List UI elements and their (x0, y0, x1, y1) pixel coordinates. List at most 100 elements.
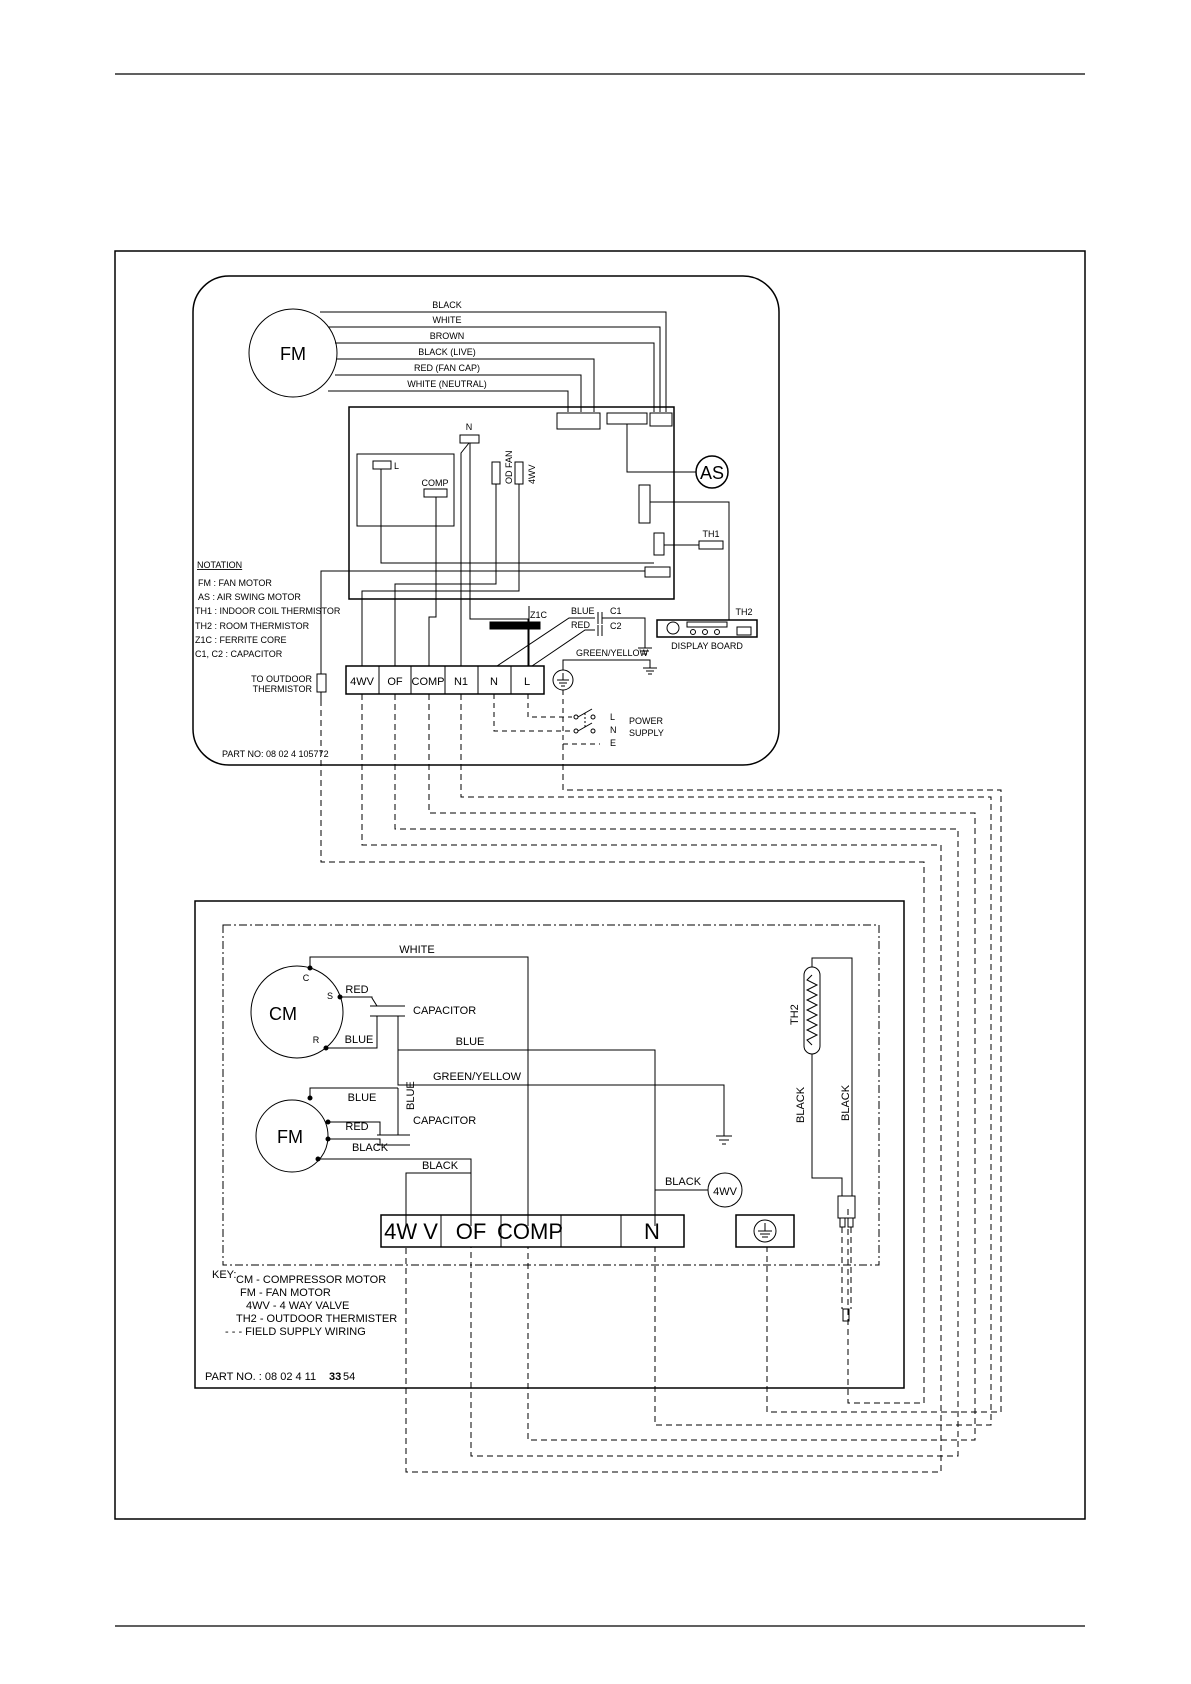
wire-to-n1 (460, 442, 470, 666)
wire-to-4wv (361, 484, 520, 666)
blue-label-2: BLUE (456, 1036, 485, 1048)
wire-brown (335, 342, 655, 412)
outdoor-labels: CM FM C S R WHITE RED CAPACITOR BLUE BLU… (205, 944, 852, 1383)
terminal-label: COMP (412, 676, 445, 688)
outdoor-thermistor-plug (316, 673, 327, 693)
field-wire-n1 (460, 694, 992, 1426)
wire-label-red-fancap: RED (FAN CAP) (414, 363, 480, 373)
display-sensor (666, 621, 680, 635)
display-led-3 (714, 629, 720, 635)
key-item: 4WV - 4 WAY VALVE (246, 1300, 349, 1312)
key-item: - - - FIELD SUPPLY WIRING (225, 1326, 366, 1338)
wire-label-black-live: BLACK (LIVE) (418, 347, 476, 357)
wire-to-comp (428, 497, 437, 666)
outdoor-thermistor-label: TO OUTDOOR (251, 674, 312, 684)
outdoor-panel (194, 900, 905, 1389)
wire-red-fancap (335, 374, 582, 412)
outdoor-part-no: PART NO. : 08 02 4 11 (205, 1371, 316, 1383)
outdoor-thermistor-label: THERMISTOR (253, 684, 313, 694)
th2-plug (837, 1195, 856, 1219)
field-wire-comp (428, 694, 976, 1441)
wire-green-yellow (562, 659, 651, 670)
wire-label-black: BLACK (432, 300, 462, 310)
th2-sensor-body (803, 966, 821, 1055)
cm-c-label: C (303, 973, 310, 983)
notation-item: TH2 : ROOM THERMISTOR (195, 621, 310, 631)
black-label-3: BLACK (665, 1176, 702, 1188)
wire-white-neutral (328, 390, 569, 412)
wire-fm-black (318, 1158, 472, 1226)
outdoor-inner-boundary (222, 924, 880, 1266)
th2-label: TH2 (789, 1004, 801, 1025)
wire-label-white: WHITE (433, 315, 462, 325)
wire-fm-blue (328, 1121, 381, 1135)
notation-title: NOTATION (197, 560, 242, 570)
supply-l-wire (527, 694, 572, 718)
wire-label-white-neutral: WHITE (NEUTRAL) (407, 379, 487, 389)
switch-contact (573, 714, 579, 720)
cm-r-label: R (313, 1035, 320, 1045)
four-wv-label: 4WV (713, 1186, 738, 1198)
display-connector (638, 484, 651, 524)
key-item: CM - COMPRESSOR MOTOR (236, 1274, 386, 1286)
cap-ground-wire (602, 617, 646, 648)
air-swing-motor (695, 455, 729, 489)
outdoor-part-no-tail: 54 (343, 1371, 355, 1383)
as-connector (606, 412, 648, 425)
notation-item: Z1C : FERRITE CORE (195, 635, 287, 645)
white-label: WHITE (399, 944, 434, 956)
th2-socket (842, 1308, 850, 1322)
outdoor-terminal-label: COMP (497, 1219, 563, 1244)
n-connector (459, 434, 480, 444)
wire-c1 (496, 617, 595, 667)
wire-white (328, 326, 661, 412)
red-label-1: RED (345, 984, 368, 996)
key-item: TH2 - OUTDOOR THERMISTER (236, 1313, 397, 1325)
wire-cm-red (340, 996, 378, 1007)
terminal-label: N (490, 676, 498, 688)
black-label-2: BLACK (422, 1160, 459, 1172)
wire-n-through-z1c (469, 443, 529, 666)
outdoor-terminal-label: N (644, 1219, 660, 1244)
black-label-left: BLACK (795, 1086, 807, 1123)
wire-black-live (337, 358, 595, 412)
outdoor-fan-motor (255, 1099, 329, 1173)
thermistor-connector (644, 566, 671, 578)
red-label-2: RED (345, 1121, 368, 1133)
notation-item: TH1 : INDOOR COIL THERMISTOR (195, 606, 341, 616)
wire-as (626, 424, 696, 473)
pcb-label-4wv: 4WV (527, 464, 537, 484)
l-connector (372, 460, 392, 470)
th2-label: TH2 (735, 607, 752, 617)
switch-contact (573, 728, 579, 734)
key-title: KEY: (212, 1269, 236, 1281)
wire-display (650, 501, 730, 620)
c2-label: C2 (610, 621, 622, 631)
supply-n-label: N (610, 725, 617, 735)
four-way-valve (707, 1172, 743, 1208)
wire-green-yellow (397, 1050, 725, 1136)
terminal-label: OF (387, 676, 403, 688)
indoor-labels: FM AS BLACK WHITE BROWN BLACK (LIVE) RED… (195, 300, 753, 759)
wire-cm-blue (326, 1016, 378, 1049)
field-wire-4wv (361, 694, 942, 1473)
display-receiver (736, 626, 752, 636)
blue-label-3: BLUE (348, 1092, 377, 1104)
th1-sensor (698, 540, 724, 550)
th1-label: TH1 (702, 529, 719, 539)
field-wire-thermistor (320, 700, 925, 1404)
display-board (656, 619, 758, 638)
field-wiring (320, 694, 1002, 1473)
power-supply-label: POWER (629, 716, 664, 726)
wire-black (320, 311, 667, 412)
wire-4wv-black (405, 1172, 471, 1226)
th2-wire-right (811, 1054, 843, 1196)
diagram-frame (114, 250, 1086, 1520)
indoor-panel (192, 275, 780, 766)
supply-e-label: E (610, 738, 616, 748)
outdoor-terminal-block (380, 1214, 685, 1248)
outdoor-fm-label: FM (277, 1127, 303, 1147)
supply-n-wire (493, 694, 572, 732)
switch-contact (590, 714, 596, 720)
